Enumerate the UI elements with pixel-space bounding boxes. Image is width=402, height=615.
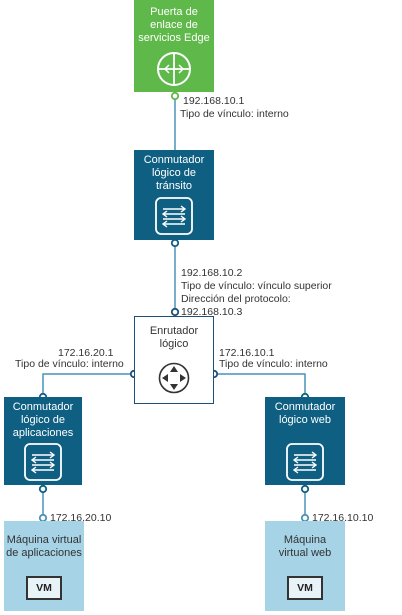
edge-gateway-title: Puerta de enlace de servicios Edge [138, 6, 210, 44]
logical-router-node: Enrutador lógico [134, 316, 214, 404]
app-switch-node: Conmutador lógico de aplicaciones [4, 397, 82, 485]
web-switch-node: Conmutador lógico web [265, 397, 345, 485]
switch-arrows-icon [24, 443, 62, 481]
transit-link-ip: 192.168.10.2 [181, 267, 243, 279]
vm-badge-icon: VM [287, 576, 323, 600]
crosshair-router-icon [157, 52, 191, 86]
transit-bottom-port [170, 238, 180, 248]
transit-link-protocol-ip: 192.168.10.3 [181, 306, 243, 318]
logical-router-title: Enrutador lógico [149, 325, 199, 350]
web-switch-title: Conmutador lógico web [274, 401, 336, 426]
app-switch-title: Conmutador lógico de aplicaciones [12, 401, 74, 439]
edge-gateway-node: Puerta de enlace de servicios Edge [134, 0, 214, 92]
web-vm-node: Máquina virtual web VM [265, 521, 345, 611]
switch-arrows-icon [155, 197, 193, 235]
web-switch-bottom-port [300, 484, 310, 494]
web-vm-title: Máquina virtual web [278, 534, 332, 559]
web-link-ip: 172.16.10.1 [219, 347, 275, 359]
edge-port [170, 91, 180, 101]
router-web-switch-link [214, 373, 306, 397]
app-switch-bottom-port [38, 484, 48, 494]
edge-link-ip: 192.168.10.1 [183, 95, 245, 107]
transit-link-type: Tipo de vínculo: vínculo superior [181, 280, 332, 292]
web-link-type: Tipo de vínculo: interno [219, 358, 328, 370]
app-vm-title: Máquina virtual de aplicaciones [6, 534, 82, 559]
app-link-type: Tipo de vínculo: interno [15, 358, 124, 370]
transit-switch-title: Conmutador lógico de tránsito [143, 154, 205, 192]
vm-badge-icon: VM [26, 576, 62, 600]
transit-switch-node: Conmutador lógico de tránsito [134, 150, 214, 240]
switch-arrows-icon [286, 443, 324, 481]
transit-link-protocol: Dirección del protocolo: [181, 293, 291, 305]
router-top-port [170, 307, 180, 317]
edge-link-type: Tipo de vínculo: interno [180, 108, 289, 120]
router-arrows-icon [158, 362, 190, 394]
app-vm-node: Máquina virtual de aplicaciones VM [4, 521, 84, 611]
router-app-switch-link [42, 373, 134, 397]
app-link-ip: 172.16.20.1 [58, 347, 114, 359]
